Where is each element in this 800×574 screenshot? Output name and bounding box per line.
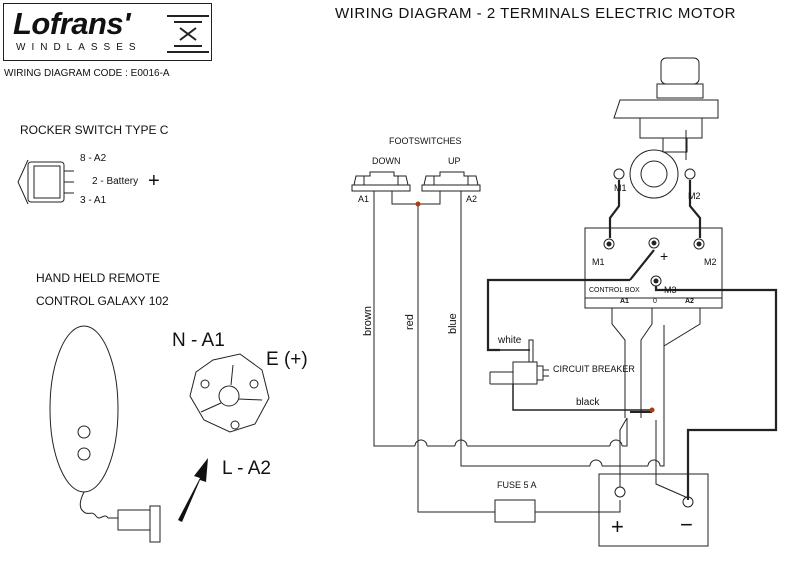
rocker-pin-battery: 2 - Battery	[92, 176, 139, 187]
remote-heading-line1: HAND HELD REMOTE	[36, 271, 161, 285]
control-box-terminal-plus	[648, 237, 660, 249]
remote-connector-icon	[189, 353, 270, 433]
remote-n-label: N - A1	[172, 330, 225, 351]
footswitch-down-icon	[351, 171, 411, 192]
battery-plus-label: +	[611, 514, 624, 539]
logo-brand: Lofrans'	[13, 6, 131, 41]
motor-lead-m2	[688, 180, 702, 238]
wire-label-white: white	[498, 335, 522, 346]
arrow-icon	[178, 458, 208, 522]
wire-label-red: red	[404, 314, 416, 330]
battery-icon	[598, 473, 709, 547]
rocker-pin-a2: 8 - A2	[80, 153, 107, 164]
control-box-terminal-strip	[584, 297, 723, 309]
wire-label-black: black	[576, 397, 600, 408]
footswitch-up-icon	[421, 171, 481, 192]
footswitch-up-label: UP	[448, 156, 461, 166]
wire-label-brown: brown	[362, 306, 374, 336]
control-box-terminal-m1	[603, 238, 615, 250]
control-box-label: CONTROL BOX	[589, 287, 640, 294]
remote-heading-line2: CONTROL GALAXY 102	[36, 294, 169, 308]
footswitch-a2-label: A2	[466, 194, 478, 204]
rocker-switch-icon	[17, 159, 74, 205]
rocker-switch-heading: ROCKER SWITCH TYPE C	[20, 123, 169, 137]
remote-handset-icon	[49, 325, 161, 543]
windlass-motor-icon	[613, 57, 719, 199]
circuit-breaker-icon	[512, 339, 549, 385]
logo-subtitle: WINDLASSES	[16, 42, 142, 53]
control-box-plus-label: +	[660, 248, 669, 264]
motor-m2-label: M2	[688, 191, 701, 201]
footswitches-heading: FOOTSWITCHES	[389, 136, 462, 146]
remote-e-label: E (+)	[266, 349, 308, 370]
control-box-a2-terminal: A2	[685, 298, 694, 305]
rocker-plus: +	[148, 170, 160, 192]
lofrans-logo: Lofrans' WINDLASSES	[3, 3, 212, 61]
footswitch-down-label: DOWN	[372, 156, 401, 166]
control-box-a1-terminal: A1	[620, 298, 629, 305]
diagram-code: WIRING DIAGRAM CODE : E0016-A	[4, 68, 170, 79]
control-box-zero-terminal: 0	[653, 298, 657, 305]
windlass-logo-icon	[167, 15, 209, 53]
control-box-terminal-m2	[693, 238, 705, 250]
remote-l-label: L - A2	[222, 458, 271, 479]
footswitch-a1-label: A1	[358, 194, 370, 204]
control-box-m1-label: M1	[592, 257, 605, 267]
motor-m1-label: M1	[614, 183, 627, 193]
control-box-m3-label: M3	[664, 285, 677, 295]
fuse-label: FUSE 5 A	[497, 480, 537, 490]
fuse-icon	[494, 499, 536, 523]
battery-minus-label: −	[680, 512, 693, 537]
wire-label-blue: blue	[447, 313, 459, 334]
page-title: WIRING DIAGRAM - 2 TERMINALS ELECTRIC MO…	[335, 5, 736, 22]
rocker-pin-a1: 3 - A1	[80, 195, 107, 206]
circuit-breaker-label: CIRCUIT BREAKER	[553, 364, 635, 374]
control-box-m2-label: M2	[704, 257, 717, 267]
